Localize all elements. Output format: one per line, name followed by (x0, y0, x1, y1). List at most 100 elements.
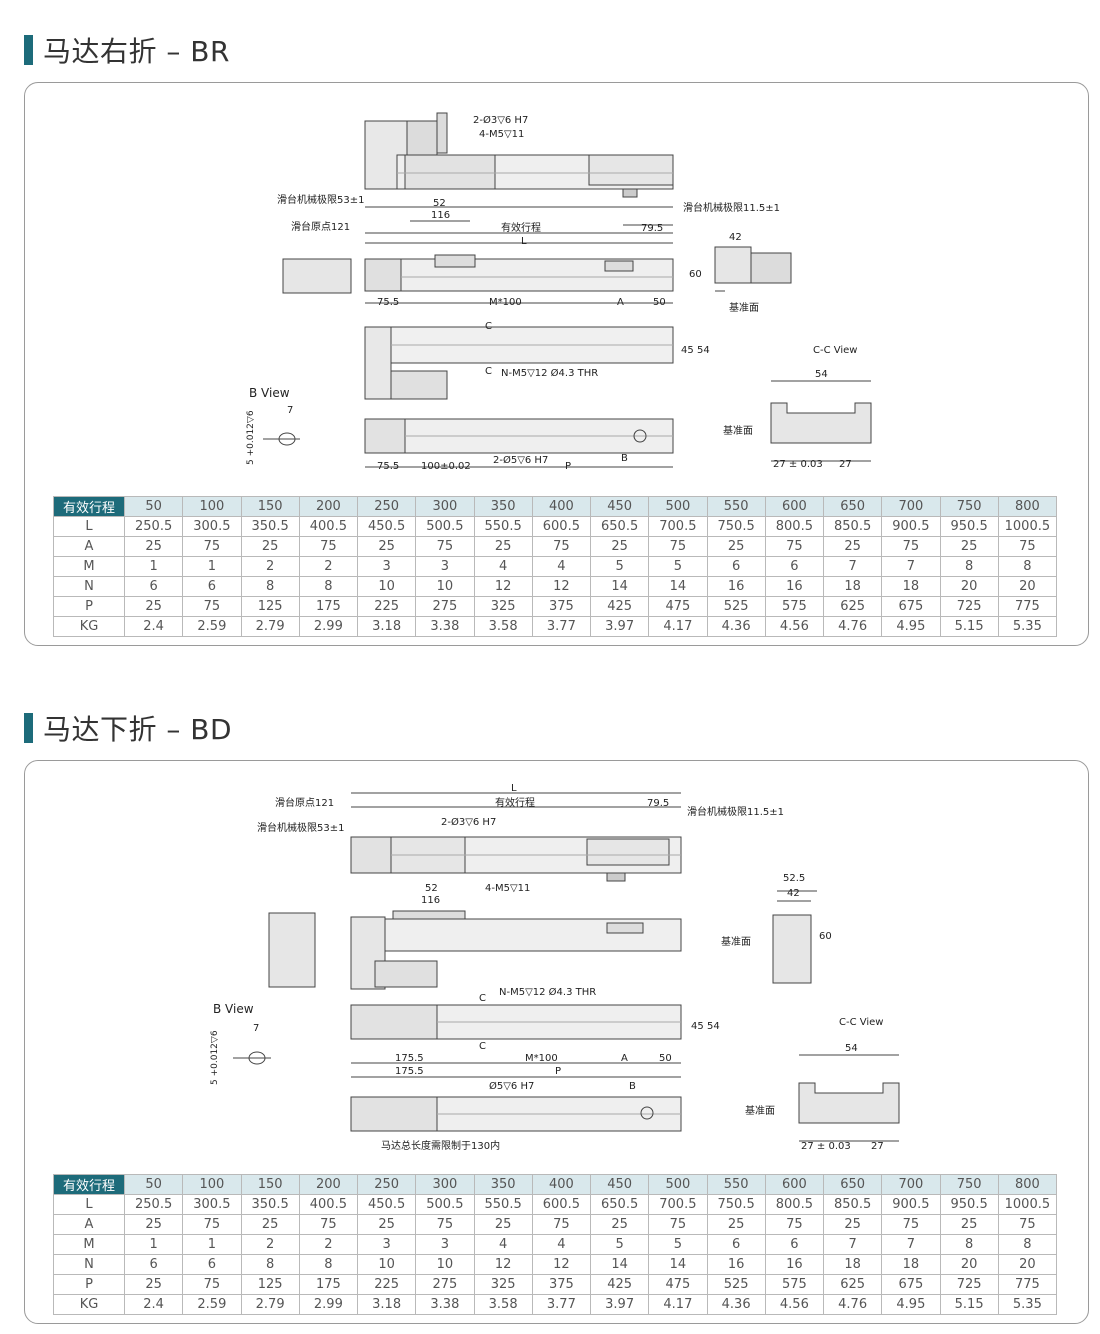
label-ccdatum: 基准面 (723, 424, 753, 437)
label-ccdatum: 基准面 (745, 1104, 775, 1117)
table-cell: 6 (764, 556, 825, 577)
table-cell: 8 (240, 576, 300, 597)
table-cell: 25 (589, 1214, 650, 1235)
label-d755: 75.5 (377, 297, 399, 308)
table-cell: 16 (706, 1254, 766, 1275)
label-cc27a: 27 ± 0.03 (773, 459, 823, 470)
table-header-cell: 550 (706, 1174, 766, 1195)
table-cell: 12 (473, 1254, 533, 1275)
table-cell: 225 (356, 596, 417, 617)
label-d795: 79.5 (647, 798, 669, 809)
table-cell: 75 (648, 536, 708, 557)
label-d54: 54 (707, 1021, 720, 1032)
table-cell: 2.99 (298, 616, 359, 637)
table-header-cell: 350 (473, 1174, 533, 1195)
table-cell: 2.79 (240, 1294, 300, 1315)
table-cell: 900.5 (881, 1194, 941, 1215)
table-cell: 325 (473, 596, 533, 617)
table-header-cell: 800 (997, 496, 1058, 517)
label-limit-right: 滑台机械极限11.5±1 (683, 201, 780, 214)
label-m100: M*100 (489, 297, 522, 308)
table-cell: 850.5 (822, 1194, 883, 1215)
table-row-label: KG (53, 616, 125, 637)
table-cell: 5.15 (939, 616, 999, 637)
table-header-cell: 150 (240, 496, 300, 517)
label-d1755b: 175.5 (395, 1066, 424, 1077)
table-cell: 25 (356, 1214, 417, 1235)
table-header-cell: 100 (182, 1174, 242, 1195)
table-header-cell: 700 (881, 496, 941, 517)
table-cell: 575 (764, 1274, 825, 1295)
table-cell: 725 (939, 1274, 999, 1295)
label-d795: 79.5 (641, 223, 663, 234)
label-d42: 42 (787, 888, 800, 899)
table-cell: 6 (706, 556, 766, 577)
table-cell: 8 (997, 1234, 1058, 1255)
table-cell: 375 (531, 1274, 592, 1295)
table-cell: 125 (240, 596, 300, 617)
table-cell: 400.5 (298, 516, 359, 537)
table-cell: 6 (764, 1234, 825, 1255)
table-cell: 550.5 (473, 1194, 533, 1215)
table-cell: 75 (182, 596, 242, 617)
table-cell: 7 (822, 556, 883, 577)
section-title-br: 马达右折 – BR (43, 35, 230, 68)
table-cell: 75 (881, 536, 941, 557)
table-cell: 6 (123, 576, 184, 597)
label-note: 马达总长度需限制于130内 (381, 1139, 500, 1152)
label-ccview: C-C View (813, 345, 857, 356)
label-bview: B View (213, 1002, 254, 1016)
table-cell: 3.18 (356, 616, 417, 637)
table-cell: 700.5 (648, 516, 708, 537)
label-m100: M*100 (525, 1053, 558, 1064)
table-cell: 16 (706, 576, 766, 597)
table-cell: 25 (123, 1274, 184, 1295)
table-cell: 3.77 (531, 1294, 592, 1315)
table-cell: 3.18 (356, 1294, 417, 1315)
table-cell: 2.59 (182, 1294, 242, 1315)
table-cell: 4.17 (648, 616, 708, 637)
section-header-br: 马达右折 – BR (24, 30, 230, 70)
table-cell: 8 (997, 556, 1058, 577)
label-stroke: 有效行程 (501, 221, 541, 234)
table-cell: 25 (706, 1214, 766, 1235)
table-cell: 775 (997, 596, 1058, 617)
table-cell: 850.5 (822, 516, 883, 537)
drawing-panel-bd: L 滑台原点121 有效行程 79.5 滑台机械极限11.5±1 滑台机械极限5… (24, 760, 1089, 1324)
table-row-label: L (53, 1194, 125, 1215)
table-header-cell: 50 (123, 1174, 184, 1195)
table-cell: 4.36 (706, 1294, 766, 1315)
table-cell: 525 (706, 596, 766, 617)
table-cell: 2 (240, 556, 300, 577)
table-row-label: A (53, 1214, 125, 1235)
table-header-cell: 800 (997, 1174, 1058, 1195)
table-header-cell: 500 (648, 1174, 708, 1195)
table-cell: 4.95 (881, 616, 941, 637)
table-cell: 425 (589, 1274, 650, 1295)
label-d50: 50 (659, 1053, 672, 1064)
table-cell: 25 (123, 536, 184, 557)
table-cell: 6 (182, 576, 242, 597)
table-header-cell: 50 (123, 496, 184, 517)
table-cell: 175 (298, 1274, 359, 1295)
label-B: B (621, 453, 628, 464)
table-cell: 650.5 (589, 516, 650, 537)
label-d100: 100±0.02 (421, 461, 471, 472)
label-d42: 42 (729, 232, 742, 243)
label-cc54: 54 (815, 369, 828, 380)
table-cell: 950.5 (939, 1194, 999, 1215)
table-cell: 25 (473, 536, 533, 557)
table-cell: 5.35 (997, 1294, 1058, 1315)
table-cell: 25 (356, 536, 417, 557)
table-cell: 3 (415, 556, 475, 577)
table-cell: 16 (764, 576, 825, 597)
table-cell: 12 (531, 576, 592, 597)
label-datum: 基准面 (721, 935, 751, 948)
table-cell: 75 (182, 536, 242, 557)
label-d525: 52.5 (783, 873, 805, 884)
